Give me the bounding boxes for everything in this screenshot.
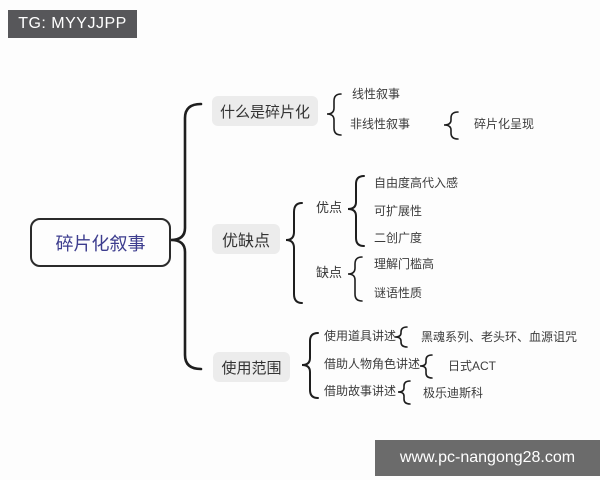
node-nonlinear-narrative: 非线性叙事 xyxy=(350,117,411,131)
watermark-tg-badge: TG: MYYJJPP xyxy=(8,10,137,38)
brace-root-to-branches xyxy=(170,102,203,371)
node-scalability: 可扩展性 xyxy=(374,204,423,218)
brace-nonlinear-child xyxy=(443,111,459,140)
brace-what-is-children xyxy=(326,93,342,136)
watermark-website-badge: www.pc-nangong28.com xyxy=(375,440,600,476)
brace-pros-children xyxy=(347,175,365,247)
node-riddle-nature: 谜语性质 xyxy=(374,286,423,300)
branch-box-pros-cons: 优缺点 xyxy=(212,224,280,254)
node-linear-narrative: 线性叙事 xyxy=(352,87,401,101)
brace-pros-cons-children xyxy=(285,202,303,304)
node-disco-elysium: 极乐迪斯科 xyxy=(423,386,484,400)
brace-usage-children xyxy=(301,332,319,399)
brace-characters-child xyxy=(419,354,433,379)
branch-box-what-is-fragmentation: 什么是碎片化 xyxy=(212,96,318,126)
node-high-freedom-immersion: 自由度高代入感 xyxy=(374,176,459,190)
node-pros: 优点 xyxy=(316,200,343,215)
node-japanese-act: 日式ACT xyxy=(448,359,497,373)
node-cons: 缺点 xyxy=(316,265,343,280)
brace-story-child xyxy=(397,380,411,405)
brace-props-child xyxy=(394,326,408,348)
node-telling-via-story: 借助故事讲述 xyxy=(324,384,397,398)
root-node: 碎片化叙事 xyxy=(30,218,171,267)
branch-box-usage-scope: 使用范围 xyxy=(213,352,290,382)
node-fragmented-presentation: 碎片化呈现 xyxy=(474,117,535,131)
node-fan-creation-breadth: 二创广度 xyxy=(374,231,423,245)
node-high-comprehension-threshold: 理解门槛高 xyxy=(374,257,435,271)
node-telling-via-props: 使用道具讲述 xyxy=(324,329,397,343)
node-telling-via-characters: 借助人物角色讲述 xyxy=(324,357,421,371)
brace-cons-children xyxy=(347,256,363,302)
node-souls-games: 黑魂系列、老头环、血源诅咒 xyxy=(421,330,578,344)
